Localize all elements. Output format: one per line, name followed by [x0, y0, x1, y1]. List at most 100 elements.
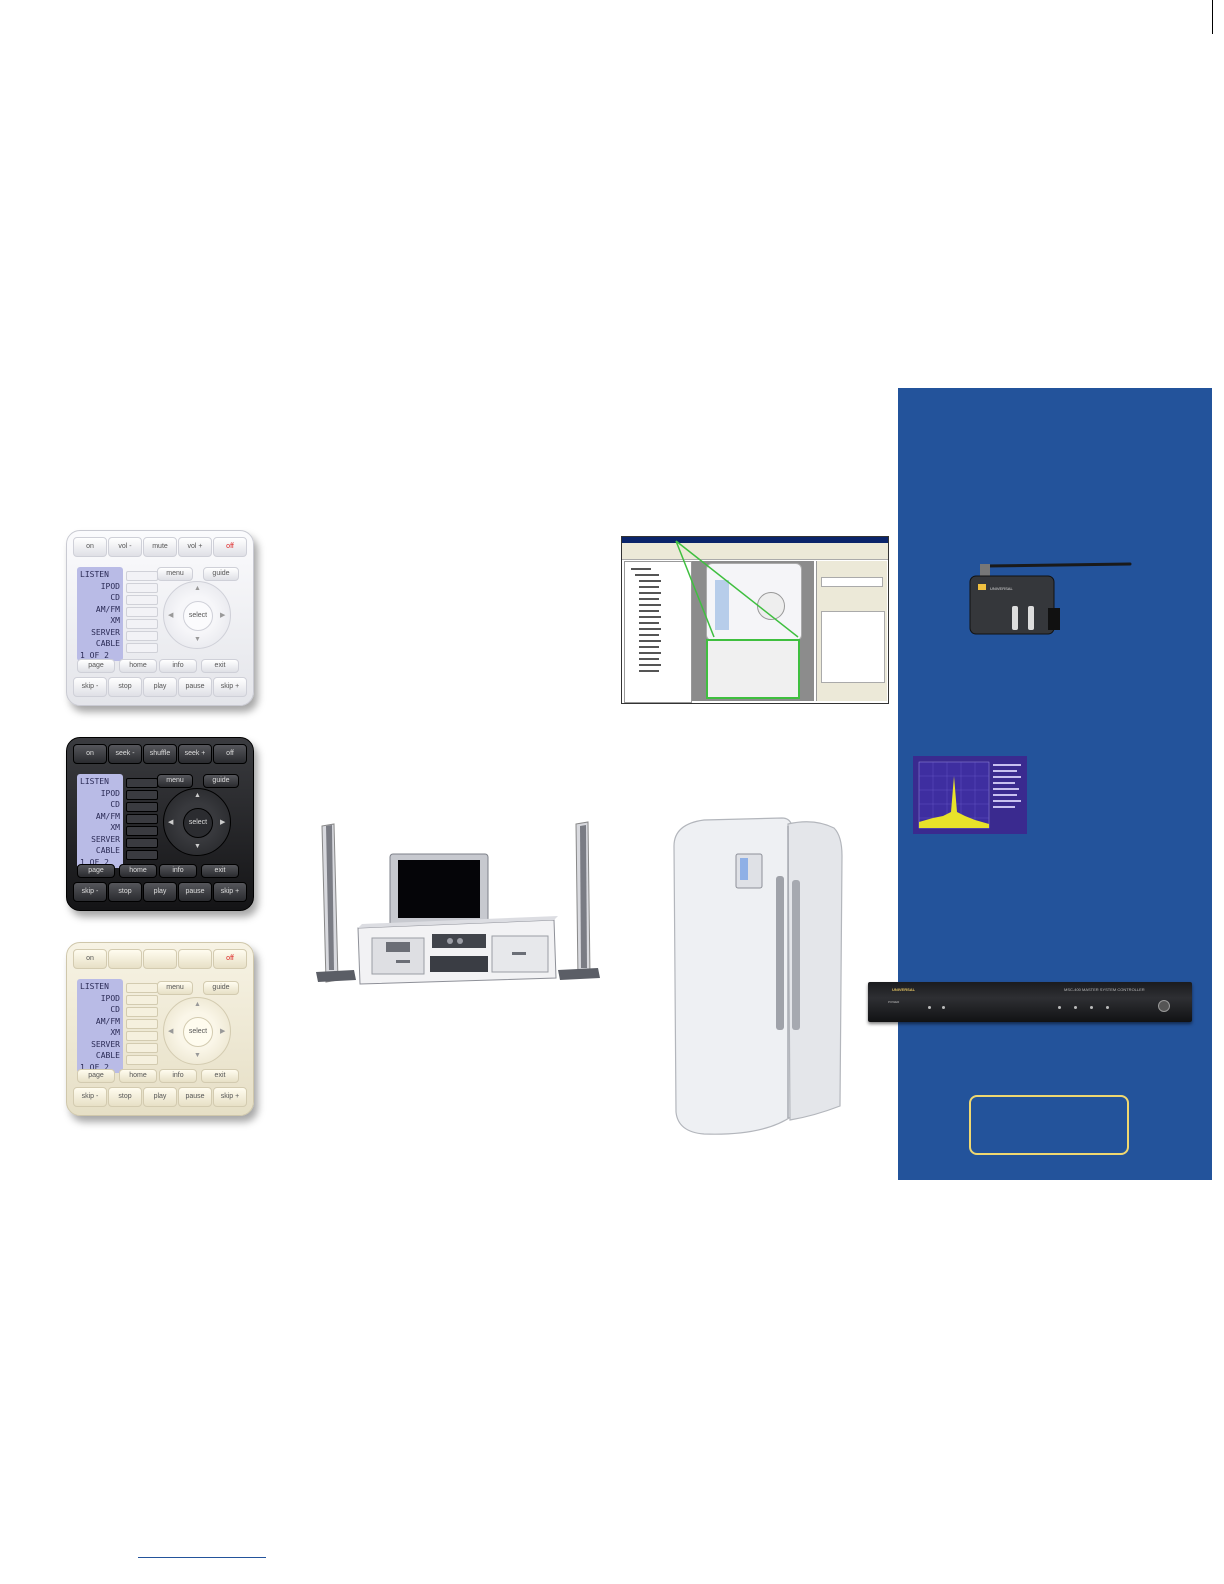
remote-button-off: off — [213, 537, 247, 557]
remote-button: skip + — [213, 1087, 247, 1107]
lcd-line: CD — [110, 1005, 120, 1014]
lcd-side-key — [126, 619, 158, 629]
remote-select-button: select — [183, 808, 213, 838]
remote-button: skip - — [73, 1087, 107, 1107]
remote-button-guide: guide — [203, 981, 239, 995]
remote-button: pause — [178, 677, 212, 697]
lcd-line: XM — [110, 823, 120, 832]
refrigerator-illustration — [673, 817, 843, 1135]
controller-led — [1058, 1006, 1061, 1009]
software-toolbar — [622, 549, 888, 560]
remote-lcd: LISTEN IPOD CD AM/FM XM SERVER CABLE 1 O… — [77, 567, 123, 661]
arrow-left-icon: ◀ — [168, 1028, 174, 1035]
remote-control-black: on seek - shuffle seek + off LISTEN IPOD… — [66, 737, 254, 911]
remote-button: on — [73, 949, 107, 969]
remote-select-button: select — [183, 1017, 213, 1047]
lcd-side-key — [126, 643, 158, 653]
software-properties-field — [821, 577, 883, 587]
controller-led — [1090, 1006, 1093, 1009]
lcd-side-key — [126, 778, 158, 788]
callout-box — [969, 1095, 1129, 1155]
remote-button: vol + — [178, 537, 212, 557]
remote-button: info — [159, 1069, 197, 1083]
remote-button-guide: guide — [203, 774, 239, 788]
remote-button: stop — [108, 882, 142, 902]
tree-lines — [631, 568, 661, 672]
remote-button: info — [159, 659, 197, 673]
lcd-side-key — [126, 826, 158, 836]
arrow-up-icon: ▲ — [194, 1001, 201, 1008]
lcd-side-key — [126, 1055, 158, 1065]
remote-button-off: off — [213, 744, 247, 764]
remote-button — [108, 949, 142, 969]
lcd-side-key — [126, 595, 158, 605]
lcd-side-key — [126, 583, 158, 593]
lcd-line: LISTEN — [80, 570, 109, 579]
arrow-left-icon: ◀ — [168, 612, 174, 619]
remote-button: on — [73, 537, 107, 557]
software-title-bar — [622, 537, 888, 543]
lcd-side-key — [126, 607, 158, 617]
remote-button: home — [119, 659, 157, 673]
remote-button: skip - — [73, 882, 107, 902]
remote-button-menu: menu — [157, 567, 193, 581]
software-remote-lcd — [715, 580, 729, 630]
arrow-left-icon: ◀ — [168, 819, 174, 826]
remote-button: skip + — [213, 677, 247, 697]
software-properties-list — [821, 611, 885, 683]
remote-button-menu: menu — [157, 981, 193, 995]
controller-brand-label: UNIVERSAL — [892, 987, 916, 992]
arrow-down-icon: ▼ — [194, 636, 201, 643]
crop-mark-top — [1212, 0, 1213, 34]
remote-button: play — [143, 882, 177, 902]
remote-button: seek + — [178, 744, 212, 764]
remote-button: shuffle — [143, 744, 177, 764]
lcd-line: 1 OF 2 — [80, 857, 109, 867]
controller-led-row — [928, 1006, 1148, 1010]
remote-control-cream: on off LISTEN IPOD CD AM/FM XM SERVER CA… — [66, 942, 254, 1116]
lcd-side-key — [126, 1043, 158, 1053]
lcd-line: CABLE — [95, 1051, 120, 1060]
lcd-line: SERVER — [91, 627, 120, 637]
arrow-right-icon: ▶ — [220, 819, 226, 826]
lcd-side-key — [126, 571, 158, 581]
remote-button: info — [159, 864, 197, 878]
lcd-line: SERVER — [91, 1039, 120, 1049]
remote-dpad: ▲ ▼ ◀ ▶ select — [163, 788, 231, 856]
lcd-line: IPOD — [100, 788, 120, 798]
lcd-side-key — [126, 631, 158, 641]
lcd-side-key — [126, 983, 158, 993]
remote-button: on — [73, 744, 107, 764]
lcd-line: IPOD — [100, 993, 120, 1003]
lcd-side-key — [126, 838, 158, 848]
lcd-line: AM/FM — [95, 604, 120, 614]
lcd-line: IPOD — [100, 581, 120, 591]
remote-button: stop — [108, 677, 142, 697]
remote-button: home — [119, 864, 157, 878]
remote-select-button: select — [183, 601, 213, 631]
rf-base-station-image — [969, 562, 1132, 635]
lcd-line: AM/FM — [95, 1016, 120, 1026]
remote-button — [178, 949, 212, 969]
remote-control-white: on vol - mute vol + off LISTEN IPOD CD A… — [66, 530, 254, 706]
lcd-line: 1 OF 2 — [80, 1062, 109, 1072]
controller-knob — [1158, 1000, 1170, 1012]
lcd-line: XM — [110, 616, 120, 625]
lcd-line: 1 OF 2 — [80, 650, 109, 660]
software-highlight-lines — [675, 540, 799, 638]
remote-button: page — [77, 1069, 115, 1083]
controller-led — [1106, 1006, 1109, 1009]
arrow-down-icon: ▼ — [194, 1052, 201, 1059]
remote-dpad: ▲ ▼ ◀ ▶ select — [163, 997, 231, 1065]
remote-button: exit — [201, 1069, 239, 1083]
controller-power-label: POWER — [888, 1000, 900, 1004]
controller-led — [942, 1006, 945, 1009]
lcd-line: LISTEN — [80, 777, 109, 786]
footer-rule — [138, 1557, 266, 1558]
remote-button-menu: menu — [157, 774, 193, 788]
lcd-side-key — [126, 1007, 158, 1017]
software-properties-panel — [816, 561, 887, 701]
lcd-line: XM — [110, 1028, 120, 1037]
spectrum-analyzer-image — [913, 756, 1027, 834]
lcd-line: AM/FM — [95, 811, 120, 821]
